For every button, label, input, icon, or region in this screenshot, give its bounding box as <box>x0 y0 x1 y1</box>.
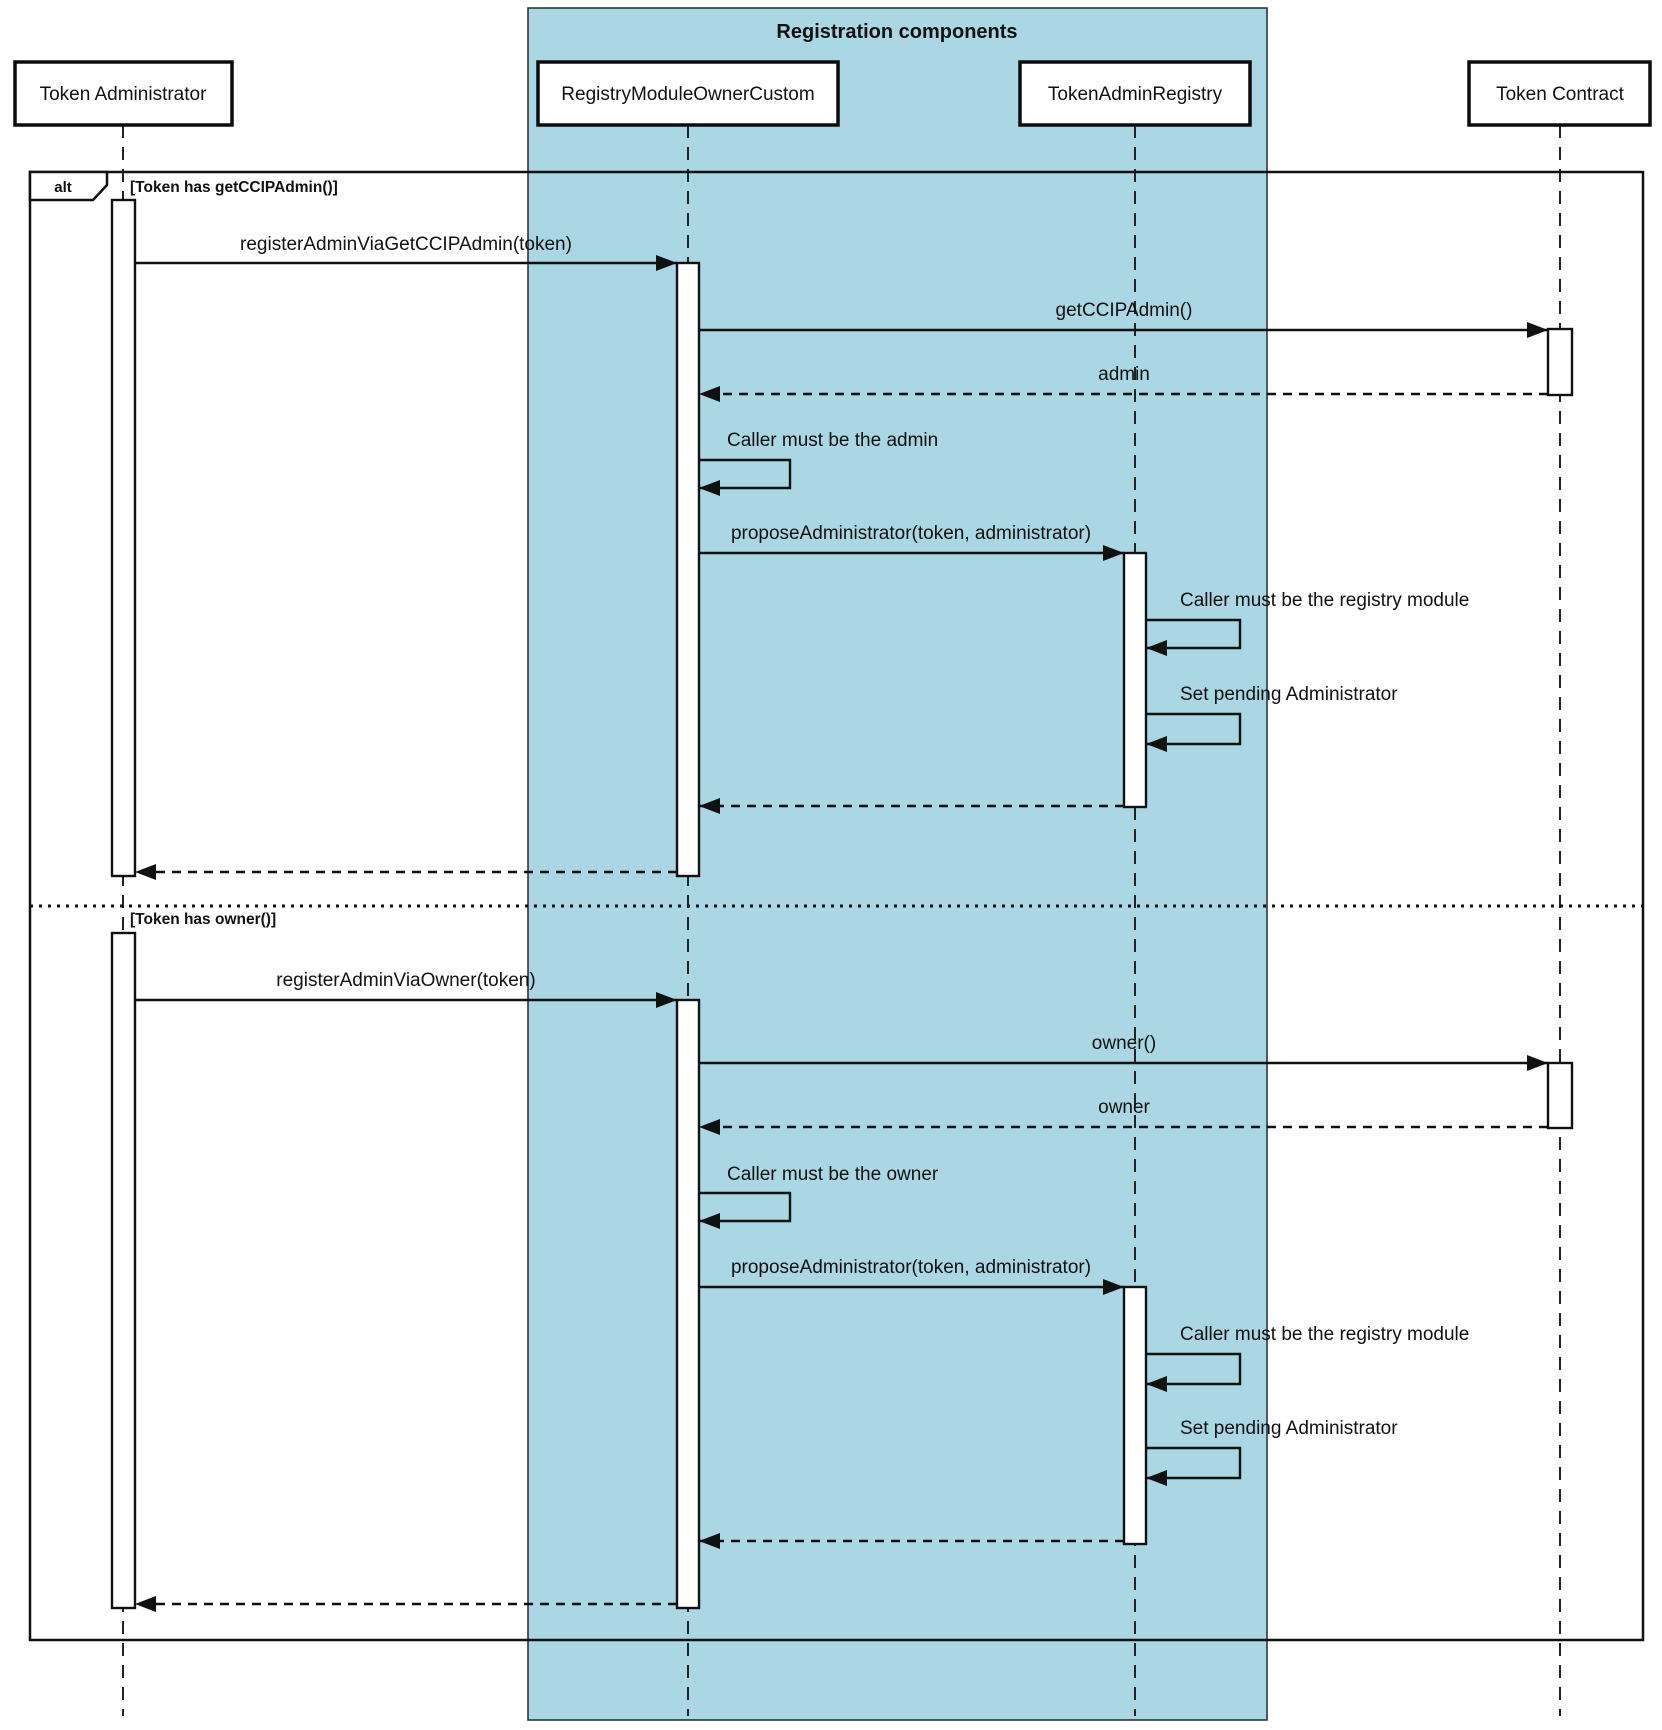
activation-token-administrator-2 <box>110 931 137 1610</box>
activation-token-administrator-1 <box>110 198 137 878</box>
message-get-ccip-admin-call: getCCIPAdmin() <box>699 300 1548 338</box>
message-self-loop <box>1146 1352 1242 1392</box>
message-self-loop <box>1146 712 1242 752</box>
registration-components-title: Registration components <box>776 21 1017 43</box>
activation-token-admin-registry-1 <box>1122 551 1148 809</box>
message-self-loop <box>1146 618 1242 656</box>
participant-label: RegistryModuleOwnerCustom <box>561 84 814 105</box>
activation-token-contract-2 <box>1546 1061 1574 1130</box>
message-label: Caller must be the owner <box>727 1164 939 1185</box>
message-admin-return: admin <box>699 364 1548 402</box>
message-caller-must-be-registry-module-self-1: Caller must be the registry module <box>1146 590 1469 656</box>
message-owner-call: owner() <box>699 1033 1548 1071</box>
message-label: registerAdminViaOwner(token) <box>276 970 535 991</box>
message-label: proposeAdministrator(token, administrato… <box>731 1257 1091 1278</box>
message-label: Set pending Administrator <box>1180 1418 1398 1439</box>
message-self-loop <box>699 1191 792 1229</box>
participant-registry-module-owner-custom: RegistryModuleOwnerCustom <box>536 60 840 127</box>
message-label: owner() <box>1092 1033 1156 1054</box>
message-propose-administrator-2: proposeAdministrator(token, administrato… <box>699 1257 1124 1295</box>
message-label: admin <box>1098 364 1150 385</box>
message-propose-administrator-1: proposeAdministrator(token, administrato… <box>699 523 1124 561</box>
message-owner-return: owner <box>699 1097 1548 1135</box>
alt-operator-label: alt <box>54 179 72 196</box>
message-label: Caller must be the registry module <box>1180 1324 1469 1345</box>
message-self-loop <box>1146 1446 1242 1486</box>
registration-components-frame <box>527 7 1268 1721</box>
alt-operator-pentagon <box>28 170 109 202</box>
participant-label: Token Administrator <box>40 84 208 105</box>
guard-section-1: [Token has getCCIPAdmin()] <box>130 179 338 196</box>
message-set-pending-administrator-self-1: Set pending Administrator <box>1146 684 1398 752</box>
activation-registry-module-1 <box>675 261 701 878</box>
participant-label: TokenAdminRegistry <box>1048 84 1223 105</box>
message-label: owner <box>1098 1097 1150 1118</box>
message-register-admin-via-get-ccip-admin: registerAdminViaGetCCIPAdmin(token) <box>135 234 677 271</box>
activation-token-admin-registry-2 <box>1122 1285 1148 1546</box>
message-caller-must-be-registry-module-self-2: Caller must be the registry module <box>1146 1324 1469 1392</box>
message-label: registerAdminViaGetCCIPAdmin(token) <box>240 234 572 255</box>
participant-box <box>536 60 840 127</box>
participant-token-administrator: Token Administrator <box>13 60 234 127</box>
message-self-loop <box>699 458 792 496</box>
participant-token-admin-registry: TokenAdminRegistry <box>1018 60 1252 127</box>
participant-label: Token Contract <box>1496 84 1625 105</box>
participant-box <box>1018 60 1252 127</box>
message-caller-must-be-owner-self: Caller must be the owner <box>699 1164 939 1229</box>
activation-registry-module-2 <box>675 998 701 1610</box>
message-label: Set pending Administrator <box>1180 684 1398 705</box>
guard-section-2: [Token has owner()] <box>130 911 276 928</box>
message-label: proposeAdministrator(token, administrato… <box>731 523 1091 544</box>
activation-token-contract-1 <box>1546 327 1574 397</box>
message-caller-must-be-admin-self: Caller must be the admin <box>699 430 938 496</box>
message-label: Caller must be the registry module <box>1180 590 1469 611</box>
participant-token-contract: Token Contract <box>1467 60 1652 127</box>
message-register-admin-via-owner: registerAdminViaOwner(token) <box>135 970 677 1008</box>
message-set-pending-administrator-self-2: Set pending Administrator <box>1146 1418 1398 1486</box>
participant-box <box>1467 60 1652 127</box>
message-label: Caller must be the admin <box>727 430 938 451</box>
message-label: getCCIPAdmin() <box>1056 300 1193 321</box>
participant-box <box>13 60 234 127</box>
